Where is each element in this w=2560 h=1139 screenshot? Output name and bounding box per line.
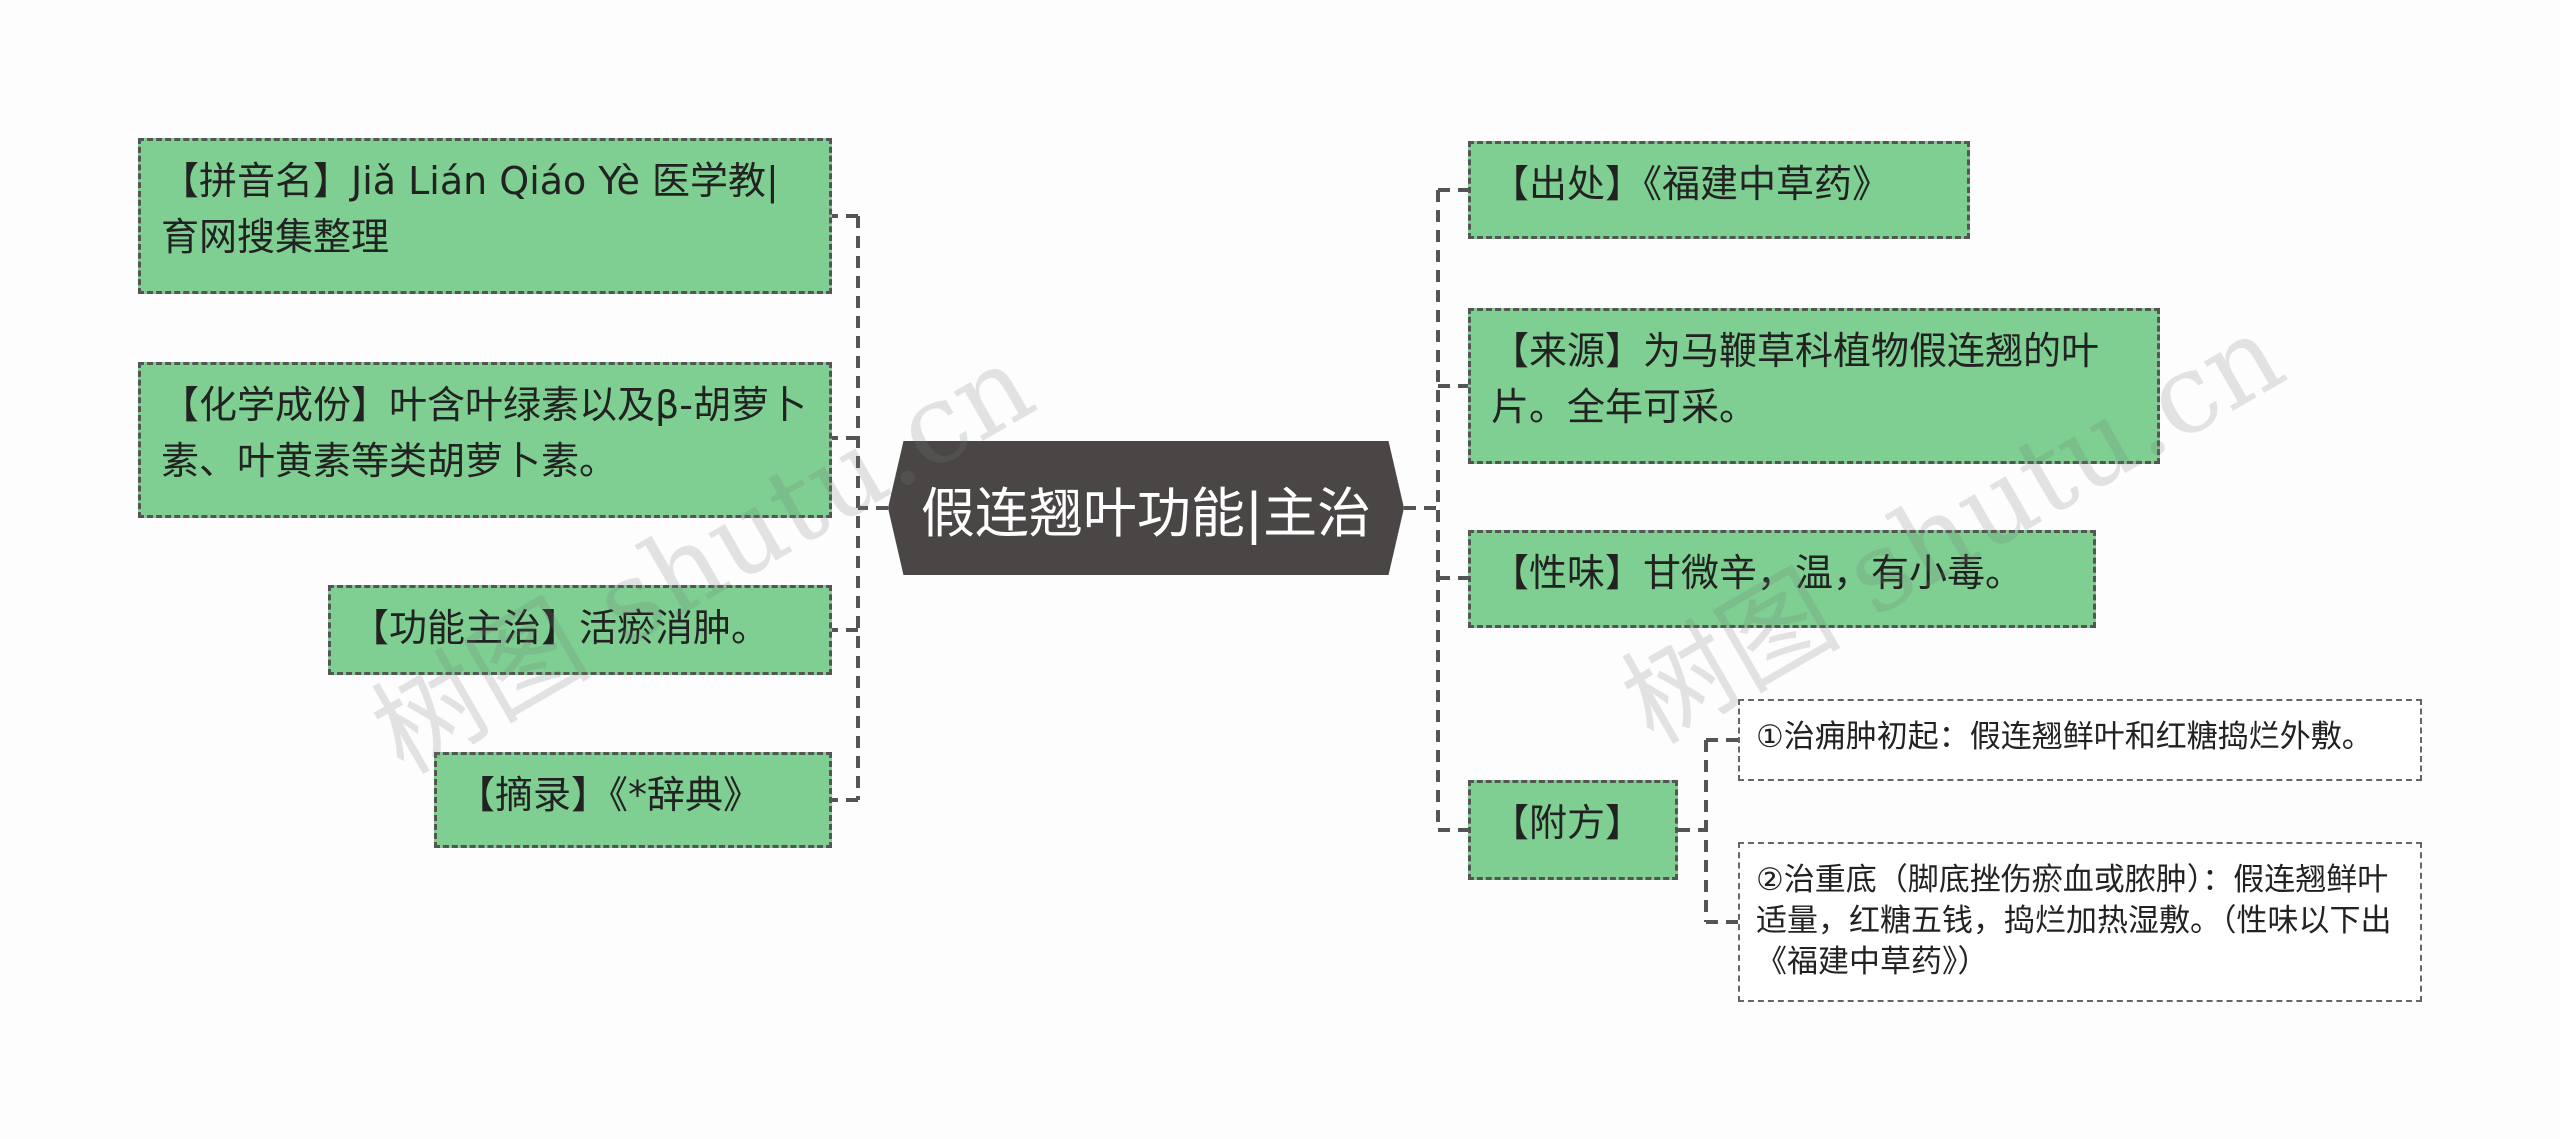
source-origin-node[interactable]: 【出处】《福建中草药》 <box>1468 141 1970 239</box>
prescription-item-1[interactable]: ①治痈肿初起：假连翘鲜叶和红糖捣烂外敷。 <box>1738 699 2422 781</box>
central-topic-label: 假连翘叶功能|主治 <box>920 481 1372 545</box>
prescription-node[interactable]: 【附方】 <box>1468 780 1678 880</box>
excerpt-node[interactable]: 【摘录】《*辞典》 <box>434 752 832 848</box>
prescription-item-2[interactable]: ②治重底（脚底挫伤瘀血或脓肿）：假连翘鲜叶适量，红糖五钱，捣烂加热湿敷。（性味以… <box>1738 842 2422 1002</box>
central-topic[interactable]: 假连翘叶功能|主治 <box>888 441 1404 575</box>
pinyin-name-node[interactable]: 【拼音名】Jiǎ Lián Qiáo Yè 医学教|育网搜集整理 <box>138 138 832 294</box>
function-indication-node[interactable]: 【功能主治】活瘀消肿。 <box>328 585 832 675</box>
origin-source-node[interactable]: 【来源】为马鞭草科植物假连翘的叶片。全年可采。 <box>1468 308 2160 464</box>
nature-taste-node[interactable]: 【性味】甘微辛，温，有小毒。 <box>1468 530 2096 628</box>
chemical-composition-node[interactable]: 【化学成份】叶含叶绿素以及β-胡萝卜素、叶黄素等类胡萝卜素。 <box>138 362 832 518</box>
